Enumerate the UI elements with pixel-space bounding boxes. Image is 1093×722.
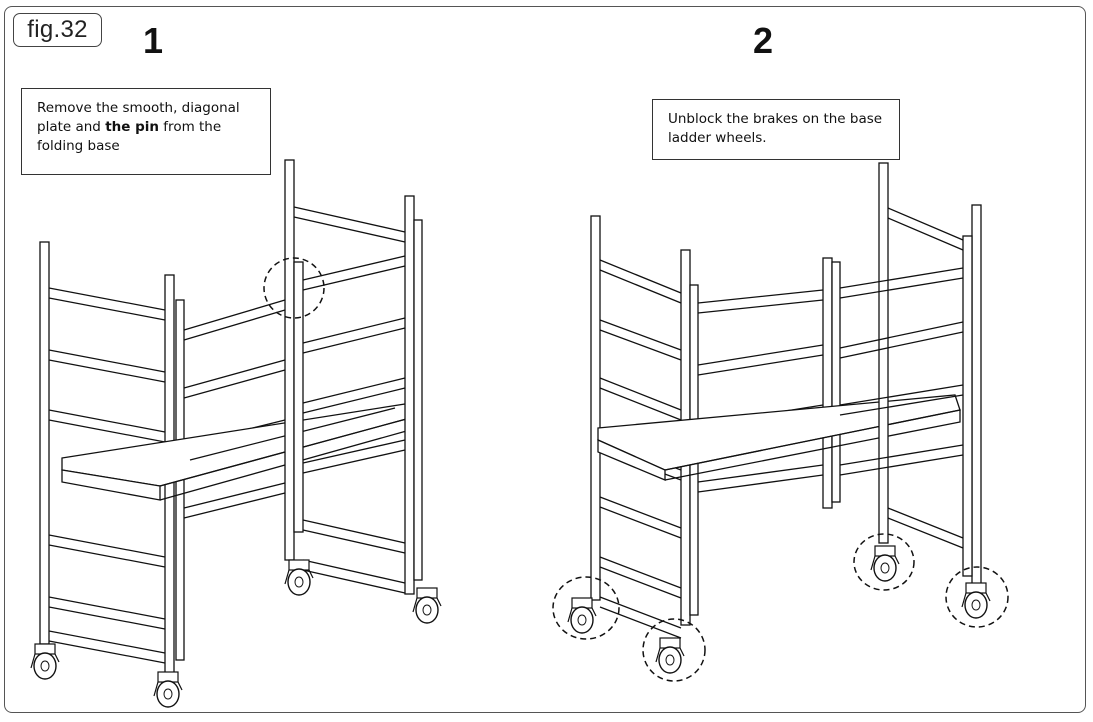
step-1-line-1: Remove the smooth, diagonal xyxy=(37,100,240,116)
step-2-number: 2 xyxy=(753,20,774,61)
wheel-icon xyxy=(284,559,314,596)
wheel-icon xyxy=(153,671,183,708)
step-2-line-1: Unblock the brakes on the base xyxy=(668,111,883,127)
wheel-icon xyxy=(412,587,442,624)
wheel-icon xyxy=(30,643,60,680)
step-1-line-2: plate and the pin from the xyxy=(37,119,222,135)
wheel-icon xyxy=(655,637,685,674)
figure-frame xyxy=(4,6,1086,713)
step-1-instruction: Remove the smooth, diagonal plate and th… xyxy=(21,88,271,175)
scaffold-drawing-2 xyxy=(552,162,1009,682)
step-2-line-2: ladder wheels. xyxy=(668,130,767,146)
wheel-icon xyxy=(870,545,900,582)
wheel-icon xyxy=(961,582,991,619)
wheel-icon xyxy=(567,597,597,634)
figure-label: fig.32 xyxy=(13,13,102,47)
step-2-instruction: Unblock the brakes on the base ladder wh… xyxy=(652,99,900,160)
step-1-number: 1 xyxy=(143,20,164,61)
step-1-line-3: folding base xyxy=(37,138,120,154)
scaffold-drawing-1 xyxy=(39,159,423,674)
